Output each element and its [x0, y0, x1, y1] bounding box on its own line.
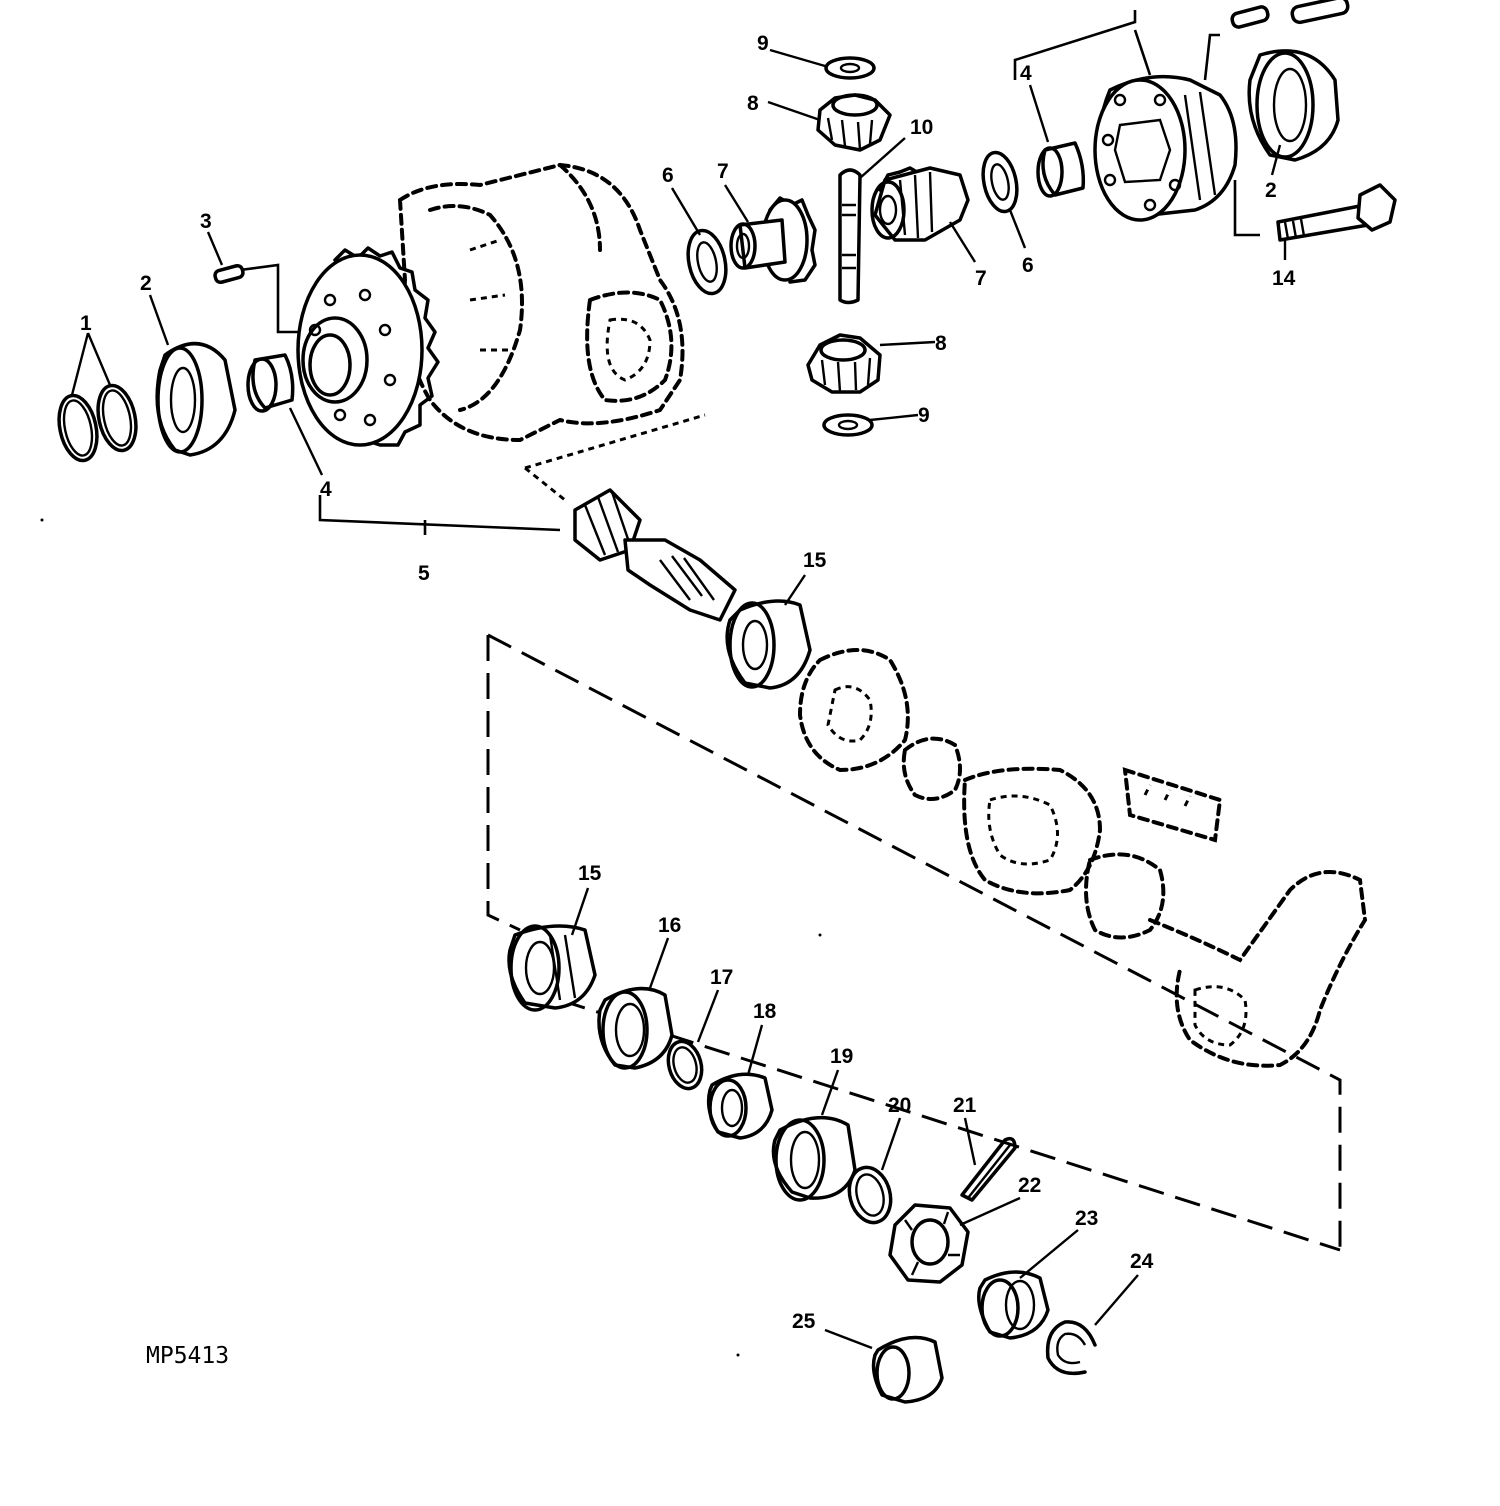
callout-6-right: 6	[1022, 254, 1034, 277]
top-right-pins	[1230, 0, 1350, 29]
part-4-bearing-cone-left	[246, 353, 295, 413]
callout-9-bottom: 9	[918, 404, 930, 427]
callout-5: 5	[418, 562, 430, 585]
callout-7-left: 7	[717, 160, 729, 183]
callout-1: 1	[80, 312, 92, 335]
differential-case	[1093, 74, 1238, 222]
pinion-shaft	[573, 488, 737, 622]
callout-2-left: 2	[140, 272, 152, 295]
part-3-pin	[213, 263, 245, 285]
part-23-seal	[977, 1270, 1050, 1340]
callout-9-top: 9	[757, 32, 769, 55]
ghost-differential-housing	[397, 162, 685, 443]
callout-25: 25	[792, 1310, 816, 1333]
callout-18: 18	[753, 1000, 777, 1023]
callout-4-left: 4	[320, 478, 332, 501]
part-6-thrust-washer-left	[686, 228, 728, 296]
part-1-snap-rings	[57, 383, 138, 463]
part-15-bearing-upper	[725, 599, 812, 690]
assembly-bracket-lines	[239, 10, 1342, 1252]
callout-17: 17	[710, 966, 733, 989]
callout-24: 24	[1130, 1250, 1154, 1273]
part-2-bearing-cup-right	[1247, 49, 1340, 162]
callout-8-bottom: 8	[935, 332, 947, 355]
part-7-side-gear-left	[729, 196, 817, 284]
part-10-cross-shaft	[838, 168, 862, 305]
part-7-side-gear-right	[870, 166, 970, 242]
part-9-washer-top	[824, 56, 876, 80]
part-9-washer-bottom	[822, 413, 874, 437]
callout-4-right: 4	[1020, 62, 1032, 85]
part-18-spacer	[706, 1072, 774, 1140]
callout-7-right: 7	[975, 267, 987, 290]
ghost-bearing-retainer	[797, 648, 962, 801]
callout-3: 3	[200, 210, 212, 233]
callout-8-top: 8	[747, 92, 759, 115]
part-22-castle-nut	[888, 1203, 970, 1284]
callout-14: 14	[1272, 267, 1296, 290]
callout-16: 16	[658, 914, 681, 937]
callout-19: 19	[830, 1045, 853, 1068]
part-8-pinion-gear-top	[816, 93, 892, 152]
part-15-bearing-lower	[507, 924, 597, 1012]
part-25-dust-cap	[871, 1335, 944, 1404]
part-24-snap-ring	[1045, 1320, 1097, 1376]
part-20-ring	[847, 1165, 893, 1225]
part-16-bearing-cup	[597, 986, 674, 1070]
callout-labels: 1 2 3 4 5 9 8 10 6 7 7 6 4 2 14 8 9 15 1…	[80, 32, 1296, 1333]
part-8-pinion-gear-bottom	[806, 333, 882, 394]
part-6-thrust-washer-right	[981, 150, 1019, 214]
part-14-bolt	[1276, 183, 1397, 242]
scan-specks	[40, 518, 822, 1357]
callout-15-lower: 15	[578, 862, 602, 885]
callout-10: 10	[910, 116, 933, 139]
ring-gear	[296, 246, 440, 447]
part-2-bearing-cup-left	[155, 341, 237, 457]
callout-23: 23	[1075, 1207, 1098, 1230]
ghost-axle-housing	[962, 766, 1368, 1068]
part-21-cotter-pin	[960, 1136, 1017, 1202]
part-17-o-ring	[666, 1039, 704, 1091]
part-19-bearing-cup	[771, 1115, 857, 1202]
callout-6-left: 6	[662, 164, 674, 187]
part-4-bearing-cone-right	[1036, 141, 1086, 198]
callout-22: 22	[1018, 1174, 1041, 1197]
callout-15-upper: 15	[803, 549, 827, 572]
figure-code: MP5413	[146, 1343, 229, 1369]
callout-2-right: 2	[1265, 179, 1277, 202]
callout-21: 21	[953, 1094, 977, 1117]
callout-20: 20	[888, 1094, 911, 1117]
leader-lines	[70, 48, 1287, 1350]
